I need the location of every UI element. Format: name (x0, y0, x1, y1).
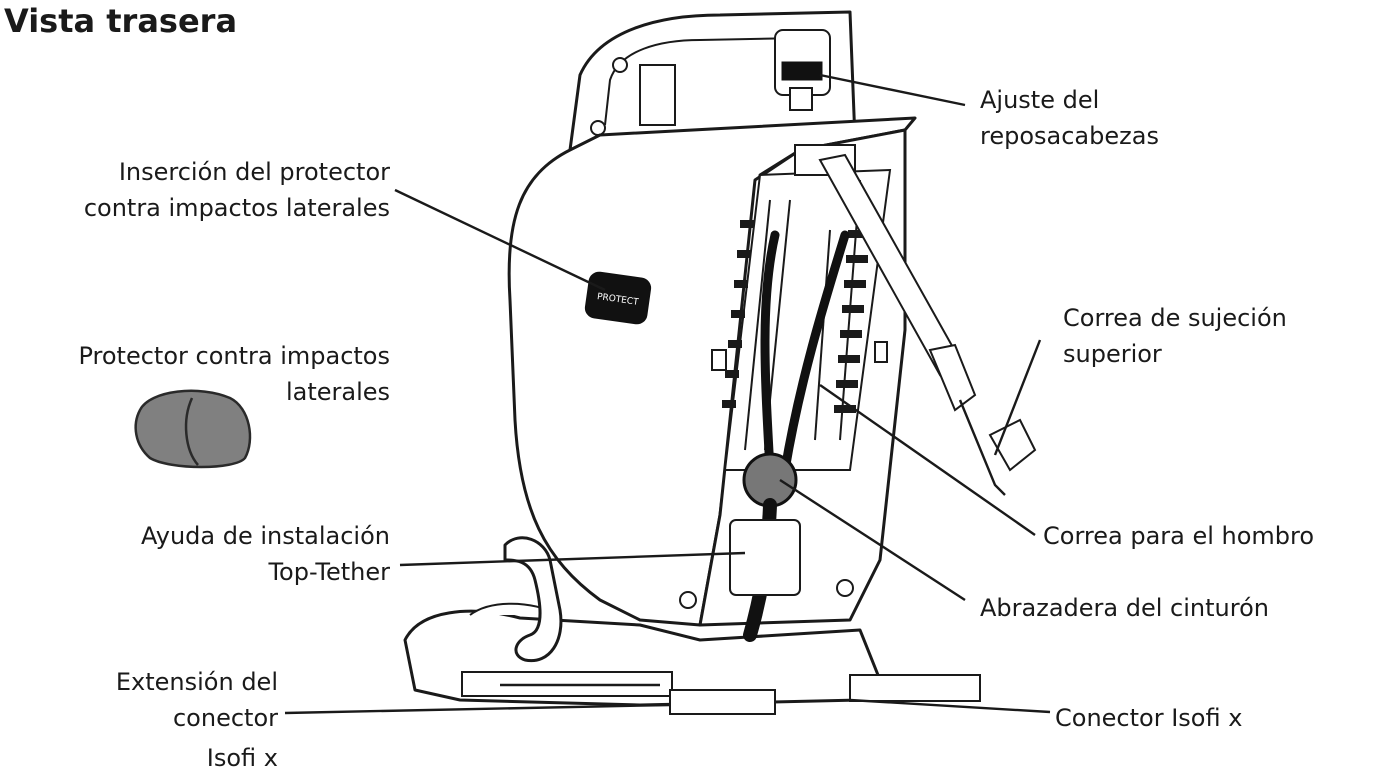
side-knob (874, 341, 888, 363)
label-belt-clamp: Abrazadera del cinturón (980, 594, 1269, 622)
label-side-impact-insert: Inserción del protector contra impactos … (83, 158, 390, 222)
label-top-tether-install-aid: Ayuda de instalación Top-Tether (140, 522, 390, 586)
label-side-impact-protector: Protector contra impactos laterales (78, 342, 390, 406)
label-headrest-adjust: Ajuste del reposacabezas (980, 86, 1159, 150)
top-tether-aid (729, 519, 801, 596)
side-impact-insert-badge: PROTECT (584, 271, 652, 325)
top-tether-strap (818, 153, 1037, 496)
side-handle (503, 536, 563, 663)
shoulder-straps (760, 230, 850, 475)
side-knob (711, 349, 727, 371)
diagram-title: Vista trasera (4, 2, 238, 40)
seat-base (403, 602, 981, 715)
headrest-adjust-handle (774, 29, 831, 111)
label-top-tether-strap: Correa de sujeción superior (1063, 304, 1287, 368)
screw-hole (836, 579, 854, 597)
leader-lines (284, 73, 1051, 715)
label-shoulder-strap: Correa para el hombro (1043, 522, 1315, 550)
label-connector-extension: Extensión del conector Isofi x (115, 668, 278, 772)
label-isofix-connector: Conector Isofi x (1055, 704, 1243, 732)
screw-hole (679, 591, 697, 609)
backrest-shell (507, 116, 917, 627)
side-impact-protector-shape (134, 389, 252, 469)
